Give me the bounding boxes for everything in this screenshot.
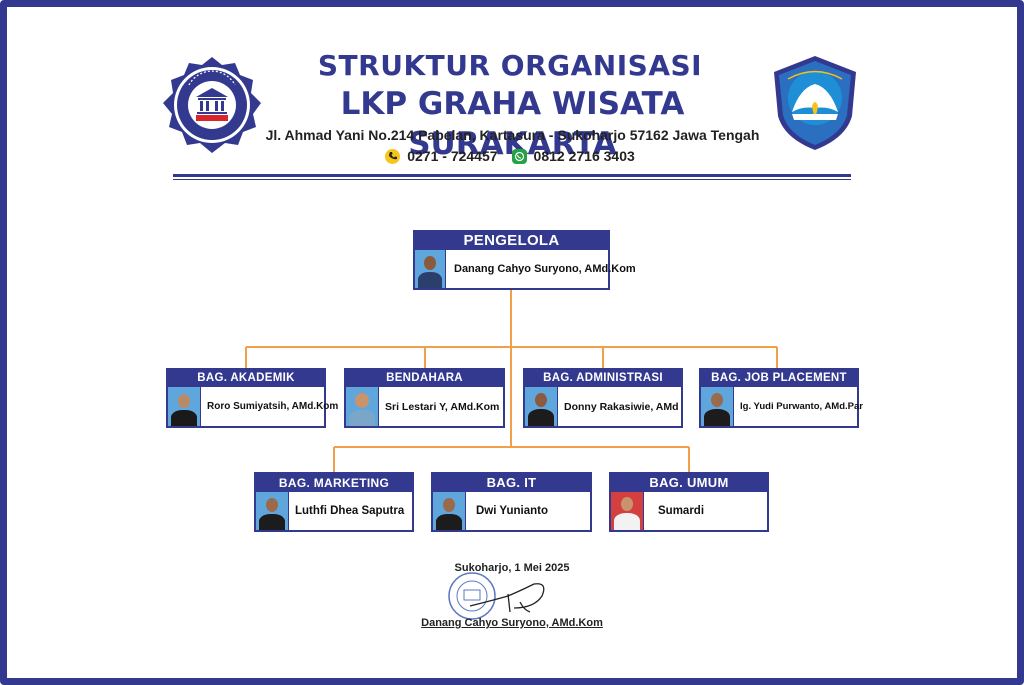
org-card-bendahara: BENDAHARA Sri Lestari Y, AMd.Kom <box>344 368 505 428</box>
person-name: Sumardi <box>658 505 705 517</box>
org-card-bag-umum: BAG. UMUM Sumardi <box>609 472 769 532</box>
phone-icon <box>385 148 401 164</box>
handwritten-signature <box>469 583 545 613</box>
org-card-bag-job-placement: BAG. JOB PLACEMENT Ig. Yudi Purwanto, AM… <box>699 368 863 428</box>
whatsapp-number: 0812 2716 3403 <box>533 148 635 164</box>
person-photo <box>168 387 201 426</box>
institution-name: LKP GRAHA WISATA SURAKARTA <box>340 86 685 162</box>
signature-stamp-icon <box>448 572 496 620</box>
role-title: BAG. AKADEMIK <box>168 370 324 387</box>
header-divider-thin <box>173 179 851 180</box>
person-photo <box>701 387 734 426</box>
role-title: BAG. UMUM <box>611 474 767 492</box>
phone-contact: 0271 - 724457 <box>385 148 498 164</box>
role-title: PENGELOLA <box>415 232 608 250</box>
role-title: BAG. MARKETING <box>256 474 412 492</box>
person-photo <box>525 387 558 426</box>
org-card-bag-it: BAG. IT Dwi Yunianto <box>431 472 592 532</box>
whatsapp-contact: 0812 2716 3403 <box>511 148 635 164</box>
signature-place-date: Sukoharjo, 1 Mei 2025 <box>454 562 570 574</box>
lkp-seal-icon <box>163 57 261 153</box>
signer-name: Danang Cahyo Suryono, AMd.Kom <box>421 617 603 629</box>
person-name: Danang Cahyo Suryono, AMd.Kom <box>454 263 636 275</box>
person-photo <box>611 492 644 530</box>
role-title: BENDAHARA <box>346 370 503 387</box>
person-name: Dwi Yunianto <box>476 505 548 517</box>
tut-wuri-handayani-icon <box>774 56 856 150</box>
person-photo <box>346 387 379 426</box>
person-name: Ig. Yudi Purwanto, AMd.Par <box>740 401 863 412</box>
org-card-pengelola: PENGELOLA Danang Cahyo Suryono, AMd.Kom <box>413 230 636 290</box>
contact-info: 0271 - 724457 0812 2716 3403 <box>300 148 720 164</box>
person-photo <box>256 492 289 530</box>
org-card-bag-administrasi: BAG. ADMINISTRASI Donny Rakasiwie, AMd <box>523 368 683 428</box>
whatsapp-icon <box>511 148 527 164</box>
person-name: Sri Lestari Y, AMd.Kom <box>385 400 500 413</box>
person-name: Roro Sumiyatsih, AMd.Kom <box>207 401 339 412</box>
org-card-bag-akademik: BAG. AKADEMIK Roro Sumiyatsih, AMd.Kom <box>166 368 338 428</box>
page-title: STRUKTUR ORGANISASI <box>317 49 703 82</box>
person-photo <box>415 250 446 288</box>
address: Jl. Ahmad Yani No.214 Pabelan, Kartasura… <box>265 127 760 143</box>
person-name: Luthfi Dhea Saputra <box>295 505 405 517</box>
header-divider <box>173 174 851 177</box>
org-card-bag-marketing: BAG. MARKETING Luthfi Dhea Saputra <box>254 472 414 532</box>
role-title: BAG. IT <box>433 474 590 492</box>
person-name: Donny Rakasiwie, AMd <box>564 400 679 413</box>
role-title: BAG. JOB PLACEMENT <box>701 370 857 387</box>
person-photo <box>433 492 466 530</box>
role-title: BAG. ADMINISTRASI <box>525 370 681 387</box>
phone-number: 0271 - 724457 <box>407 148 498 164</box>
